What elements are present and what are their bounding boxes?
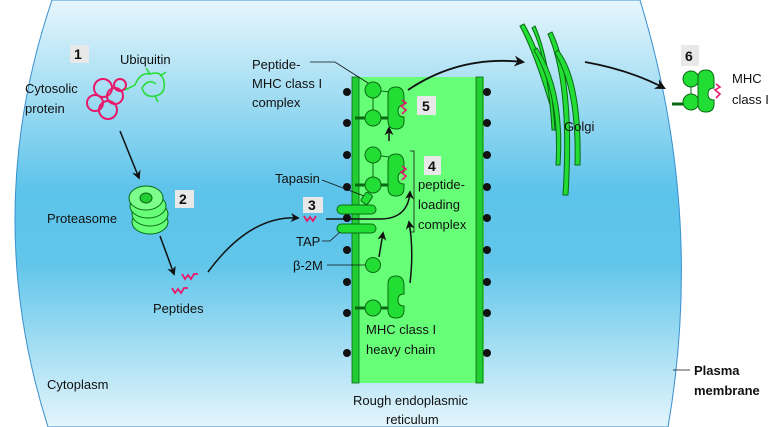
pmhc-label-3: complex [252,95,301,110]
arrow-peptide-through-tap [326,190,414,220]
plc-bracket [410,150,415,233]
ubiquitin-label: Ubiquitin [120,52,171,67]
peptides-icon [171,273,198,295]
tap-transporter [336,204,377,234]
heavy-chain-label-1: MHC class I [366,322,436,337]
surface-mhc-label-2: class I [732,92,769,107]
tapasin-label: Tapasin [275,171,320,186]
step-3-box [303,197,323,213]
arrow-b2m-to-plc [377,231,387,258]
surface-mhc-label-1: MHC [732,71,762,86]
arrow-protein-to-proteasome [119,130,141,180]
cytoplasm-label: Cytoplasm [47,377,108,392]
surface-mhc-class-i-icon [672,69,722,113]
step-6-number: 6 [685,48,693,64]
b2m-label: β-2M [293,258,323,273]
plasma-membrane-label-1: Plasma [694,363,740,378]
peptide-at-tap-icon [303,215,317,223]
ribosomes [343,88,491,357]
step-1-box [70,45,89,63]
heavy-chain-label-2: heavy chain [366,342,435,357]
mhc-heavy-chain-icon [355,275,405,319]
er-label-2: reticulum [386,412,439,427]
step-3-number: 3 [308,197,316,213]
er-label-1: Rough endoplasmic [353,393,468,408]
tap-leader [322,231,341,242]
pmhc-label-1: Peptide- [252,57,300,72]
cytosolic-protein-label-2: protein [25,101,65,116]
tap-label: TAP [296,234,320,249]
cytosolic-protein-label-1: Cytosolic [25,81,78,96]
step-6-box [681,45,699,66]
cytosolic-protein-icon [86,78,127,120]
arrow-proteasome-to-peptides [159,235,176,276]
step-5-box [417,96,436,115]
plc-label-1: peptide- [418,177,465,192]
pmhc-leader [310,61,369,84]
step-5-number: 5 [422,98,430,114]
plc-label-3: complex [418,217,467,232]
pmhc-label-2: MHC class I [252,76,322,91]
arrow-peptides-to-tap [207,213,300,273]
step-2-box [175,190,194,208]
arrow-heavy-to-plc [405,220,415,284]
ubiquitin-icon [124,67,167,103]
step-2-number: 2 [179,191,187,207]
arrow-golgi-to-membrane [584,61,666,90]
proteasome-icon [128,185,169,235]
peptide-mhc-complex-icon [355,81,408,130]
golgi-label: Golgi [564,119,594,134]
step-4-number: 4 [428,158,436,174]
b2m-icon [365,257,381,273]
step-1-number: 1 [74,46,82,62]
peptides-label: Peptides [153,301,204,316]
peptide-loading-complex-icon [355,146,408,197]
plasma-membrane-label-2: membrane [694,383,760,398]
step-4-box [424,156,441,175]
proteasome-label: Proteasome [47,211,117,226]
golgi-icon [519,23,581,196]
tapasin-leader [321,179,365,197]
arrow-er-to-golgi [407,55,526,91]
plc-label-2: loading [418,197,460,212]
